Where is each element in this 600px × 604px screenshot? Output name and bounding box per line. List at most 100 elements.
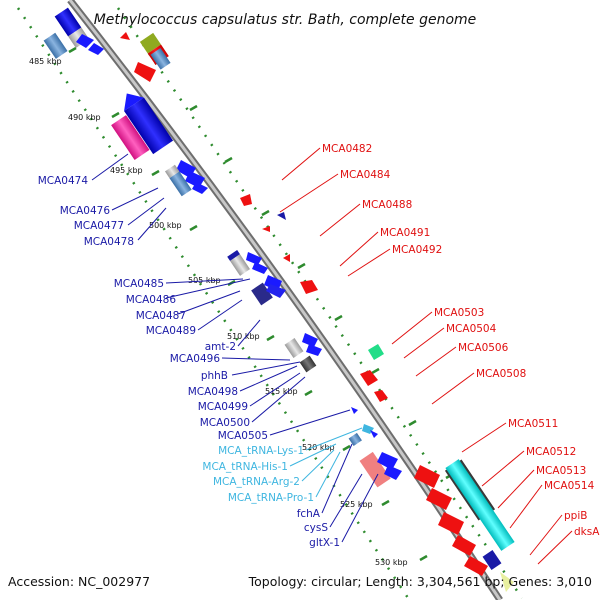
gene-label-MCA0506[interactable]: MCA0506 <box>458 342 509 354</box>
gene-arrow-MCA0505[interactable] <box>351 407 358 414</box>
gene-label-phhB[interactable]: phhB <box>201 370 228 382</box>
gene-block-MCA0474[interactable] <box>117 87 174 155</box>
gene-arrow-MCA0486[interactable] <box>246 252 262 265</box>
gene-label-MCA0478[interactable]: MCA0478 <box>84 236 134 248</box>
outer-scale-track <box>116 7 524 599</box>
gene-label-MCA0508[interactable]: MCA0508 <box>476 368 526 380</box>
gene-block-fchA[interactable] <box>359 451 391 488</box>
gene-block-MCA0499[interactable] <box>299 355 317 373</box>
genome-summary-text: Topology: circular; Length: 3,304,561 bp… <box>248 574 592 589</box>
reverse-strand-genes <box>120 32 515 592</box>
gene-label-MCA0503[interactable]: MCA0503 <box>434 307 484 319</box>
inner-scale-track <box>16 7 410 599</box>
gene-arrow-rev-485a[interactable] <box>120 32 130 40</box>
gene-label-MCA0474[interactable]: MCA0474 <box>38 175 89 187</box>
gene-MCA0504[interactable] <box>360 370 378 386</box>
gene-MCA0491[interactable] <box>300 280 318 294</box>
gene-block-pink[interactable] <box>111 115 150 160</box>
gene-label-MCA0476[interactable]: MCA0476 <box>60 205 111 217</box>
gene-label-MCA0496[interactable]: MCA0496 <box>170 353 221 365</box>
gene-arrow-MCA0508a[interactable] <box>414 465 440 488</box>
gene-label-MCA0488[interactable]: MCA0488 <box>362 199 412 211</box>
gene-arrow-MCA0513[interactable] <box>438 512 464 535</box>
gene-label-MCA0487[interactable]: MCA0487 <box>136 310 186 322</box>
genome-backbone-highlight <box>68 0 502 601</box>
gene-label-MCA0511[interactable]: MCA0511 <box>508 418 558 430</box>
gene-block-rev-485c[interactable] <box>150 48 171 70</box>
gene-arrow-MCA0514[interactable] <box>452 535 476 556</box>
gene-label-MCA0500[interactable]: MCA0500 <box>200 417 250 429</box>
map-title: Methylococcus capsulatus str. Bath, comp… <box>94 12 477 28</box>
gene-block-MCA0485[interactable] <box>227 250 251 276</box>
gene-label-MCA0485[interactable]: MCA0485 <box>114 278 164 290</box>
gene-block-MCA0496[interactable] <box>284 338 304 358</box>
scale-label-510: 510 kbp <box>227 332 260 341</box>
gene-arrow-485c[interactable] <box>76 34 94 48</box>
gene-block-trna-pro[interactable] <box>348 432 362 446</box>
gene-arrow-MCA0489b[interactable] <box>266 284 286 298</box>
gene-label-MCA0499[interactable]: MCA0499 <box>198 401 248 413</box>
gene-MCA0488[interactable] <box>283 254 290 262</box>
gene-label-MCA0504[interactable]: MCA0504 <box>446 323 497 335</box>
gene-block-MCA0478[interactable] <box>164 164 192 197</box>
gene-label-ppiB[interactable]: ppiB <box>564 510 587 522</box>
gene-arrow-phhB[interactable] <box>306 344 322 356</box>
gene-label-MCA0486[interactable]: MCA0486 <box>126 294 177 306</box>
gene-arrow-485d[interactable] <box>88 43 104 55</box>
gene-label-MCA0482[interactable]: MCA0482 <box>322 143 372 155</box>
gene-arrow-MCA0487[interactable] <box>252 262 268 274</box>
gene-label-dksA[interactable]: dksA <box>574 526 600 538</box>
gene-label-MCA0513[interactable]: MCA0513 <box>536 465 586 477</box>
gene-label-MCA0505[interactable]: MCA0505 <box>218 430 268 442</box>
gene-block-485a[interactable] <box>54 7 90 49</box>
scale-label-505: 505 kbp <box>188 276 221 285</box>
gene-label-gltX-1[interactable]: gltX-1 <box>309 537 340 549</box>
gene-label-fchA[interactable]: fchA <box>297 508 321 520</box>
trna-his[interactable] <box>370 430 378 438</box>
trna-label-lys-1[interactable]: MCA_tRNA-Lys-1 <box>218 445 304 457</box>
gene-label-MCA0477[interactable]: MCA0477 <box>74 220 124 232</box>
scale-label-515: 515 kbp <box>265 387 298 396</box>
gene-label-amt-2[interactable]: amt-2 <box>205 341 236 353</box>
gene-arrow-MCA0476b[interactable] <box>185 171 205 188</box>
gene-label-MCA0514[interactable]: MCA0514 <box>544 480 595 492</box>
gene-block-dksA-tail[interactable] <box>500 572 514 592</box>
gene-arrow-MCA0496b[interactable] <box>302 333 318 347</box>
gene-MCA0482[interactable] <box>240 194 252 206</box>
gene-block-485b[interactable] <box>43 32 68 59</box>
gene-label-MCA0489[interactable]: MCA0489 <box>146 325 196 337</box>
scale-label-490: 490 kbp <box>68 113 101 122</box>
gene-label-cysS[interactable]: cysS <box>304 522 328 534</box>
trna-label-his-1[interactable]: MCA_tRNA-His-1 <box>202 461 288 473</box>
gene-MCA0503[interactable] <box>368 344 384 360</box>
right-leader-lines <box>279 147 573 565</box>
trna-label-pro-1[interactable]: MCA_tRNA-Pro-1 <box>228 492 314 504</box>
gene-label-MCA0484[interactable]: MCA0484 <box>340 169 391 181</box>
gene-label-MCA0512[interactable]: MCA0512 <box>526 446 576 458</box>
gene-block-MCA0511[interactable] <box>445 459 515 551</box>
forward-strand-genes <box>43 7 402 488</box>
gene-label-MCA0492[interactable]: MCA0492 <box>392 244 442 256</box>
scale-label-495: 495 kbp <box>110 166 143 175</box>
trna-label-arg-2[interactable]: MCA_tRNA-Arg-2 <box>213 476 300 488</box>
gene-arrow-rev-485d[interactable] <box>134 62 156 82</box>
gene-MCA0484-a[interactable] <box>277 212 286 220</box>
gene-arrow-cysS[interactable] <box>377 452 398 470</box>
right-gene-labels: MCA0482 MCA0484 MCA0488 MCA0491 MCA0492 … <box>322 143 600 538</box>
gene-arrow-MCA0477[interactable] <box>192 182 208 194</box>
trna-labels: MCA_tRNA-Lys-1 MCA_tRNA-His-1 MCA_tRNA-A… <box>202 445 314 504</box>
left-gene-labels: MCA0474 MCA0476 MCA0477 MCA0478 MCA0485 … <box>38 175 340 549</box>
gene-MCA0506[interactable] <box>374 390 388 402</box>
gene-MCA0484-b[interactable] <box>262 226 270 232</box>
gene-block-dksA[interactable] <box>482 550 502 570</box>
left-leader-lines <box>91 153 379 543</box>
gene-arrow-gltX[interactable] <box>384 465 402 480</box>
gene-block-amt-2[interactable] <box>251 282 273 306</box>
scale-label-520: 520 kbp <box>302 443 335 452</box>
kbp-scale-labels: 485 kbp 490 kbp 495 kbp 500 kbp 505 kbp … <box>29 57 408 567</box>
gene-arrow-MCA0508b[interactable] <box>426 488 452 510</box>
gene-arrow-ppiB[interactable] <box>464 556 488 576</box>
gene-label-MCA0498[interactable]: MCA0498 <box>188 386 238 398</box>
gene-label-MCA0491[interactable]: MCA0491 <box>380 227 430 239</box>
